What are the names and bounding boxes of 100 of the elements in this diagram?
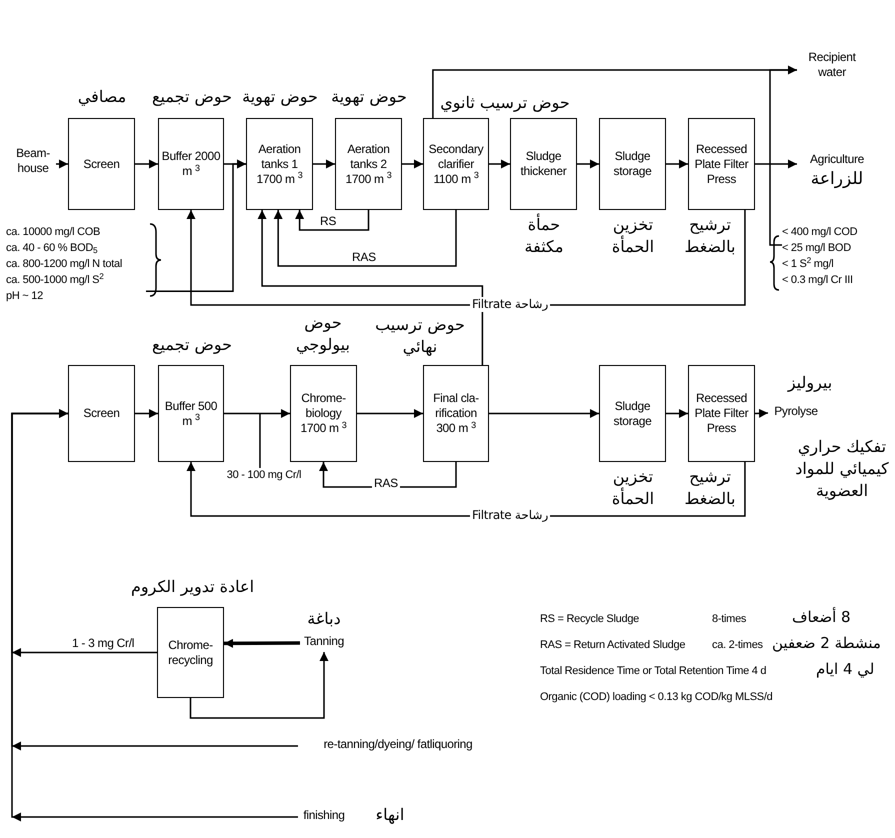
note-text: لي 4 ايام — [816, 659, 874, 680]
arabic-caption: حمأة مكثفة — [524, 214, 564, 258]
arrow — [190, 652, 328, 719]
note-text: pH ~ 12 — [6, 289, 43, 304]
box-label: Buffer 500 m $^{3}$ — [164, 398, 218, 428]
process-box — [68, 365, 135, 462]
flow-label: للزراعة — [810, 168, 864, 191]
arrow — [489, 409, 599, 418]
arrow — [11, 409, 298, 822]
flow-label: Recipient water — [807, 50, 857, 80]
arrow — [186, 210, 746, 306]
note-text: < 400 mg/l COD — [782, 225, 858, 240]
arrow — [432, 66, 797, 118]
process-box — [688, 365, 755, 462]
arabic-caption: ترشيح بالضغط — [684, 466, 736, 510]
arrow — [224, 638, 300, 648]
process-box — [599, 365, 666, 462]
process-box — [335, 118, 402, 210]
connector-line — [259, 413, 261, 468]
note-text: < 25 mg/l BOD — [782, 241, 851, 256]
arabic-caption: انهاء — [374, 804, 406, 826]
note-text: < 1 S$^{2}$ mg/l — [782, 256, 834, 272]
box-label: Secondary clarifier 1100 m $^{3}$ — [428, 142, 484, 186]
box-label: Sludge storage — [612, 398, 652, 428]
note-text: Total Residence Time or Total Retention Time 4 d — [540, 664, 766, 678]
connector-line — [769, 69, 797, 246]
arabic-caption: بيروليز — [786, 372, 834, 394]
edge-label: 1 - 3 mg Cr/l — [70, 636, 136, 651]
box-label: Screen — [83, 406, 120, 421]
note-text: ca. 500-1000 mg/l S$^{2}$ — [6, 272, 104, 288]
arrow — [146, 160, 246, 292]
arabic-caption: مصافي — [76, 86, 128, 108]
arrow — [258, 210, 484, 365]
box-label: Recessed Plate Filter Press — [694, 142, 750, 186]
process-box — [510, 118, 577, 210]
arabic-caption: تفكيك حراري كيميائي للمواد العضوية — [794, 436, 890, 502]
note-text: Organic (COD) loading < 0.13 kg COD/kg MLSS/d — [540, 690, 772, 704]
note-text: < 0.3 mg/l Cr III — [782, 273, 853, 288]
box-label: Chrome-biology 1700 m $^{3}$ — [300, 391, 348, 436]
box-label: Chrome-recycling — [167, 638, 214, 668]
arabic-caption: حوض تجميع — [151, 86, 233, 108]
box-label: Screen — [83, 156, 120, 172]
box-label: Sludge thickener — [520, 149, 568, 179]
note-text: 8 أضعاف — [792, 606, 851, 628]
arrow — [754, 408, 768, 418]
process-box — [599, 118, 666, 210]
arrow — [224, 409, 290, 418]
flow-label: 30 - 100 mg Cr/l — [226, 468, 302, 483]
process-box — [246, 118, 313, 210]
arabic-caption: اعادة تدوير الكروم — [130, 576, 256, 598]
arrow — [135, 409, 158, 418]
box-label: Recessed Plate Filter Press — [694, 391, 750, 436]
flow-label: Beam-house — [15, 146, 51, 176]
process-box — [158, 365, 224, 462]
box-label: Sludge storage — [612, 149, 652, 179]
arabic-caption: دباغة — [306, 608, 342, 630]
process-box — [688, 118, 755, 210]
arabic-caption: حوض تهوية — [241, 86, 319, 108]
flow-label: re-tanning/dyeing/ fatliquoring — [324, 737, 472, 752]
arrow — [274, 210, 457, 267]
arrow — [755, 160, 797, 168]
process-box — [68, 118, 135, 210]
arrow — [295, 210, 370, 231]
edge-label: Filtrate رشاحة — [470, 297, 550, 312]
arrow — [666, 160, 688, 168]
process-box — [423, 365, 489, 462]
note-text: ca. 40 - 60 % BOD$_{5}$ — [6, 241, 98, 256]
process-box — [158, 118, 224, 210]
process-box — [423, 118, 489, 210]
note-text: ca. 10000 mg/l COB — [6, 225, 100, 240]
box-label: Aeration tanks 1 1700 m $^{3}$ — [256, 142, 304, 186]
box-label: Aeration tanks 2 1700 m $^{3}$ — [344, 142, 392, 186]
arrow — [313, 160, 335, 168]
arrow — [577, 160, 599, 168]
flow-label: Agriculture — [810, 152, 864, 167]
edge-label: RAS — [372, 476, 400, 491]
arrow — [56, 160, 68, 168]
note-text: 8-times — [712, 612, 746, 626]
arabic-caption: حوض تجميع — [151, 334, 233, 356]
process-box — [157, 607, 224, 698]
arrow — [357, 409, 423, 418]
arabic-caption: تخزين الحمأة — [610, 466, 656, 510]
note-text: RAS = Return Activated Sludge — [540, 638, 686, 652]
note-text: ca. 2-times — [712, 638, 763, 652]
process-box — [290, 365, 357, 462]
box-label: Buffer 2000 m $^{3}$ — [161, 149, 221, 179]
arabic-caption: تخزين الحمأة — [610, 214, 656, 258]
arabic-caption: حوض ترسيب نهائي — [374, 314, 466, 358]
arabic-caption: حوض بيولوجي — [295, 312, 351, 356]
note-text: ca. 800-1200 mg/l N total — [6, 257, 122, 272]
flow-label: Pyrolyse — [774, 404, 818, 419]
arrow — [135, 160, 158, 168]
edge-label: Filtrate رشاحة — [470, 508, 550, 523]
flow-label: Tanning — [304, 634, 344, 649]
arabic-caption: ترشيح بالضغط — [684, 214, 736, 258]
flow-label: finishing — [303, 808, 345, 823]
note-text: منشطة 2 ضعفين — [772, 633, 881, 654]
arrow — [489, 160, 510, 168]
box-label: Final cla- rification 300 m $^{3}$ — [432, 391, 480, 436]
arabic-caption: حوض ترسيب ثانوي — [440, 92, 570, 114]
